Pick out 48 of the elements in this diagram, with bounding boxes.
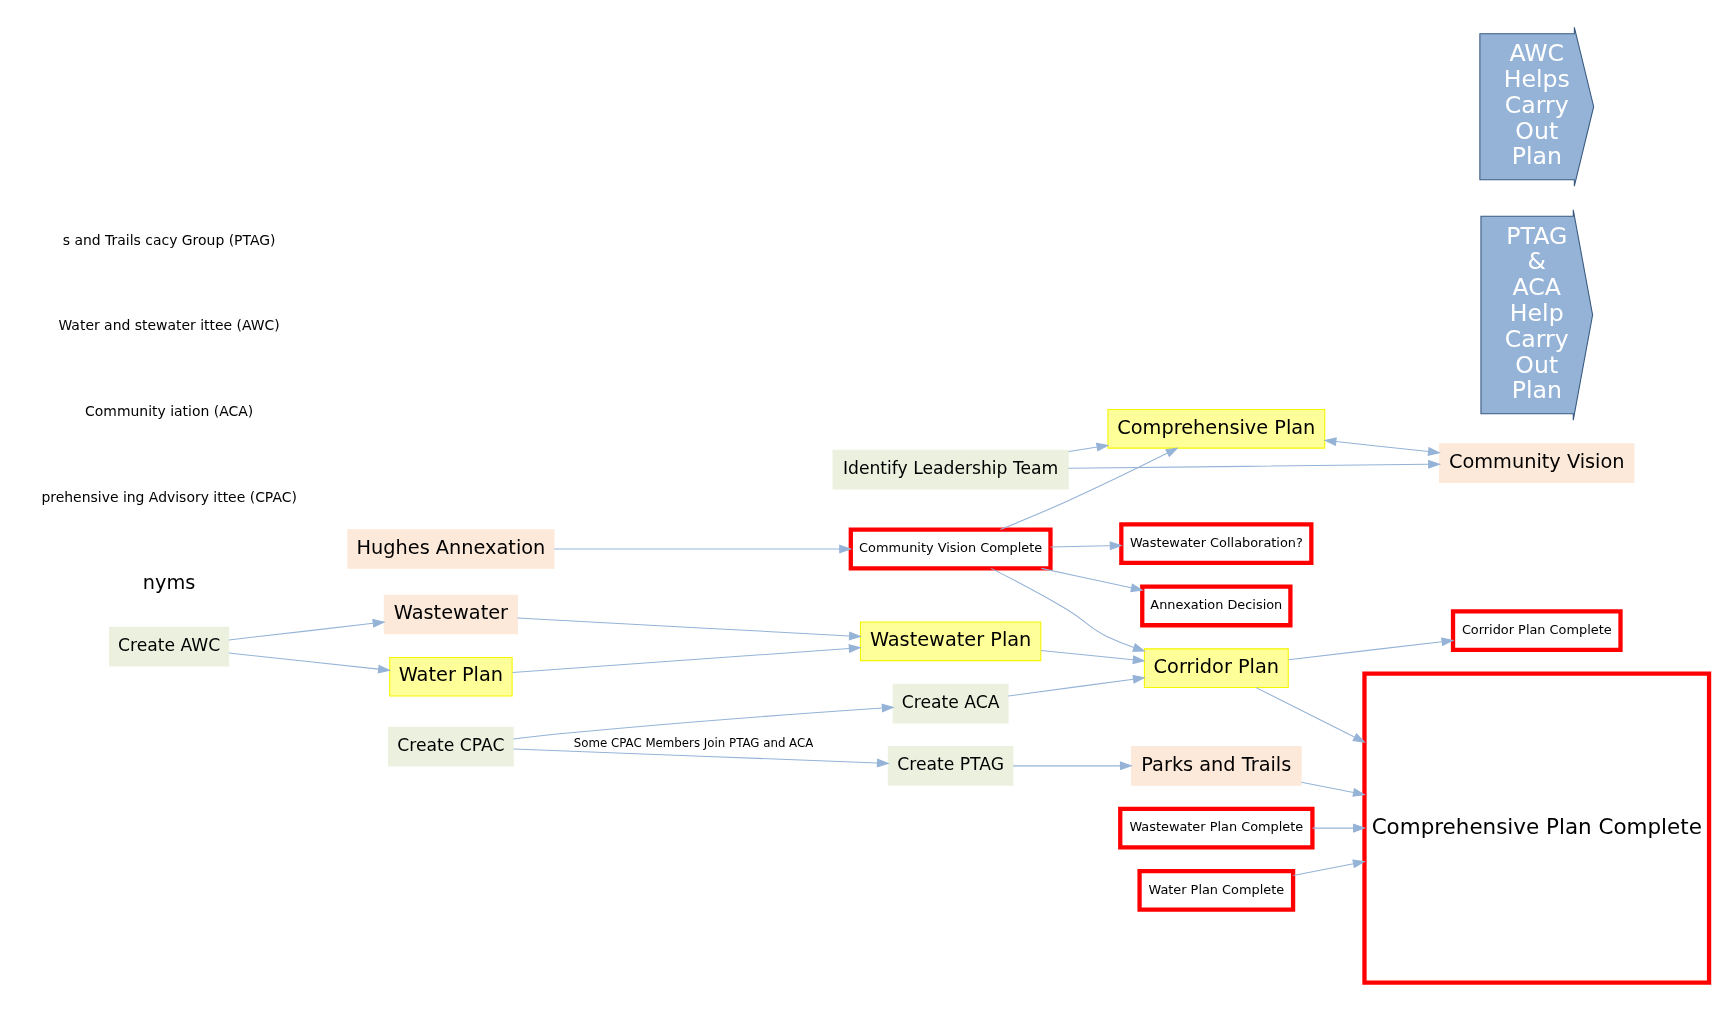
node-box: Create CPAC [388,726,514,767]
arrow [228,652,391,674]
node-box: Create AWC [109,626,230,667]
arrow [990,567,1146,652]
arrow [228,618,386,641]
label: Water and stewater ittee (AWC) [58,317,280,334]
node-box: Wastewater Plan Complete [1118,806,1315,850]
arrow [1067,459,1442,469]
node-box: Hughes Annexation [347,529,555,569]
label: s and Trails cacy Group (PTAG) [62,231,276,248]
arrow [1287,637,1455,661]
label: nyms [142,571,196,595]
label: prehensive ing Advisory ittee (CPAC) [41,489,297,506]
node-box: Community Vision Complete [848,527,1053,571]
node-box: Comprehensive Plan [1107,408,1326,449]
arrow [1050,541,1123,551]
node-box: Create PTAG [887,746,1014,786]
node-box: Corridor Plan [1143,648,1289,689]
node-box: Corridor Plan Complete [1450,609,1623,653]
node-box: Water Plan [389,656,513,697]
node-box: Water Plan Complete [1137,868,1296,912]
node-box: Community Vision [1439,443,1635,483]
arrow [1311,823,1366,833]
arrow [999,447,1179,531]
arrow [553,544,853,554]
node-box: Comprehensive Plan Complete [1362,671,1712,985]
arrow [512,748,890,768]
arrow [1300,781,1366,797]
arrow [512,703,895,740]
label: Community iation (ACA) [85,403,254,420]
node-box: Create ACA [892,683,1009,724]
node-box: Identify Leadership Team [832,449,1069,490]
node-box: Parks and Trails [1131,746,1302,786]
arrow [1067,442,1110,453]
node-box: Wastewater Collaboration? [1119,522,1314,566]
arrow [1040,567,1144,593]
arrow [1040,649,1146,665]
arrow [511,644,862,673]
arrow [1007,674,1146,697]
arrow [517,617,862,641]
node-box: Wastewater Plan [859,621,1042,662]
arrow [1255,687,1366,743]
node-box: Wastewater [383,594,518,635]
arrow [1323,437,1441,456]
node-box: Annexation Decision [1140,584,1293,628]
arrow [1292,859,1366,877]
arrow [1012,761,1133,771]
edge-label: Some CPAC Members Join PTAG and ACA [573,736,814,751]
